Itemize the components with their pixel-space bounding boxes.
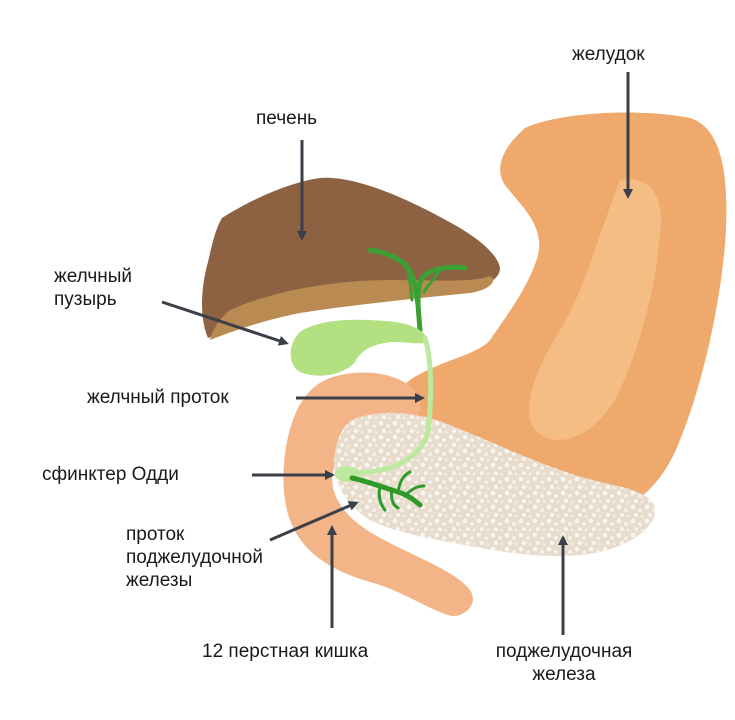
common-bile-duct: [335, 335, 434, 479]
gallbladder-shape: [290, 319, 428, 376]
stomach-highlight: [529, 179, 661, 440]
label-sphincter: сфинктер Одди: [42, 464, 179, 485]
label-duodenum: 12 перстная кишка: [202, 641, 369, 662]
label-bile-duct: желчный проток: [87, 387, 229, 408]
arrow-gallbladder: [161, 300, 289, 346]
label-pancreas: поджелудочная железа: [474, 640, 654, 686]
label-pancreas-line-1: поджелудочная: [495, 641, 633, 662]
arrow-pancreatic-duct: [269, 501, 359, 542]
label-gallbladder-line-1: желчный: [54, 266, 132, 287]
hepatic-ducts: [367, 247, 468, 333]
label-pancreas-line-2: железа: [532, 664, 596, 685]
liver-lower-shade: [210, 276, 494, 340]
label-pancreatic-duct-line-1: проток: [126, 524, 185, 545]
label-stomach: желудок: [572, 44, 645, 65]
label-liver: печень: [256, 108, 318, 129]
pancreatic-duct: [349, 470, 426, 512]
label-pancreatic-duct-line-2: поджелудочной: [126, 547, 263, 568]
label-pancreatic-duct: проток поджелудочной железы: [126, 523, 263, 592]
pointer-arrows: [161, 72, 633, 635]
label-pancreatic-duct-line-3: железы: [126, 570, 193, 591]
label-gallbladder-line-2: пузырь: [54, 289, 117, 310]
label-gallbladder: желчный пузырь: [54, 265, 132, 311]
pancreas-texture: [334, 412, 655, 557]
